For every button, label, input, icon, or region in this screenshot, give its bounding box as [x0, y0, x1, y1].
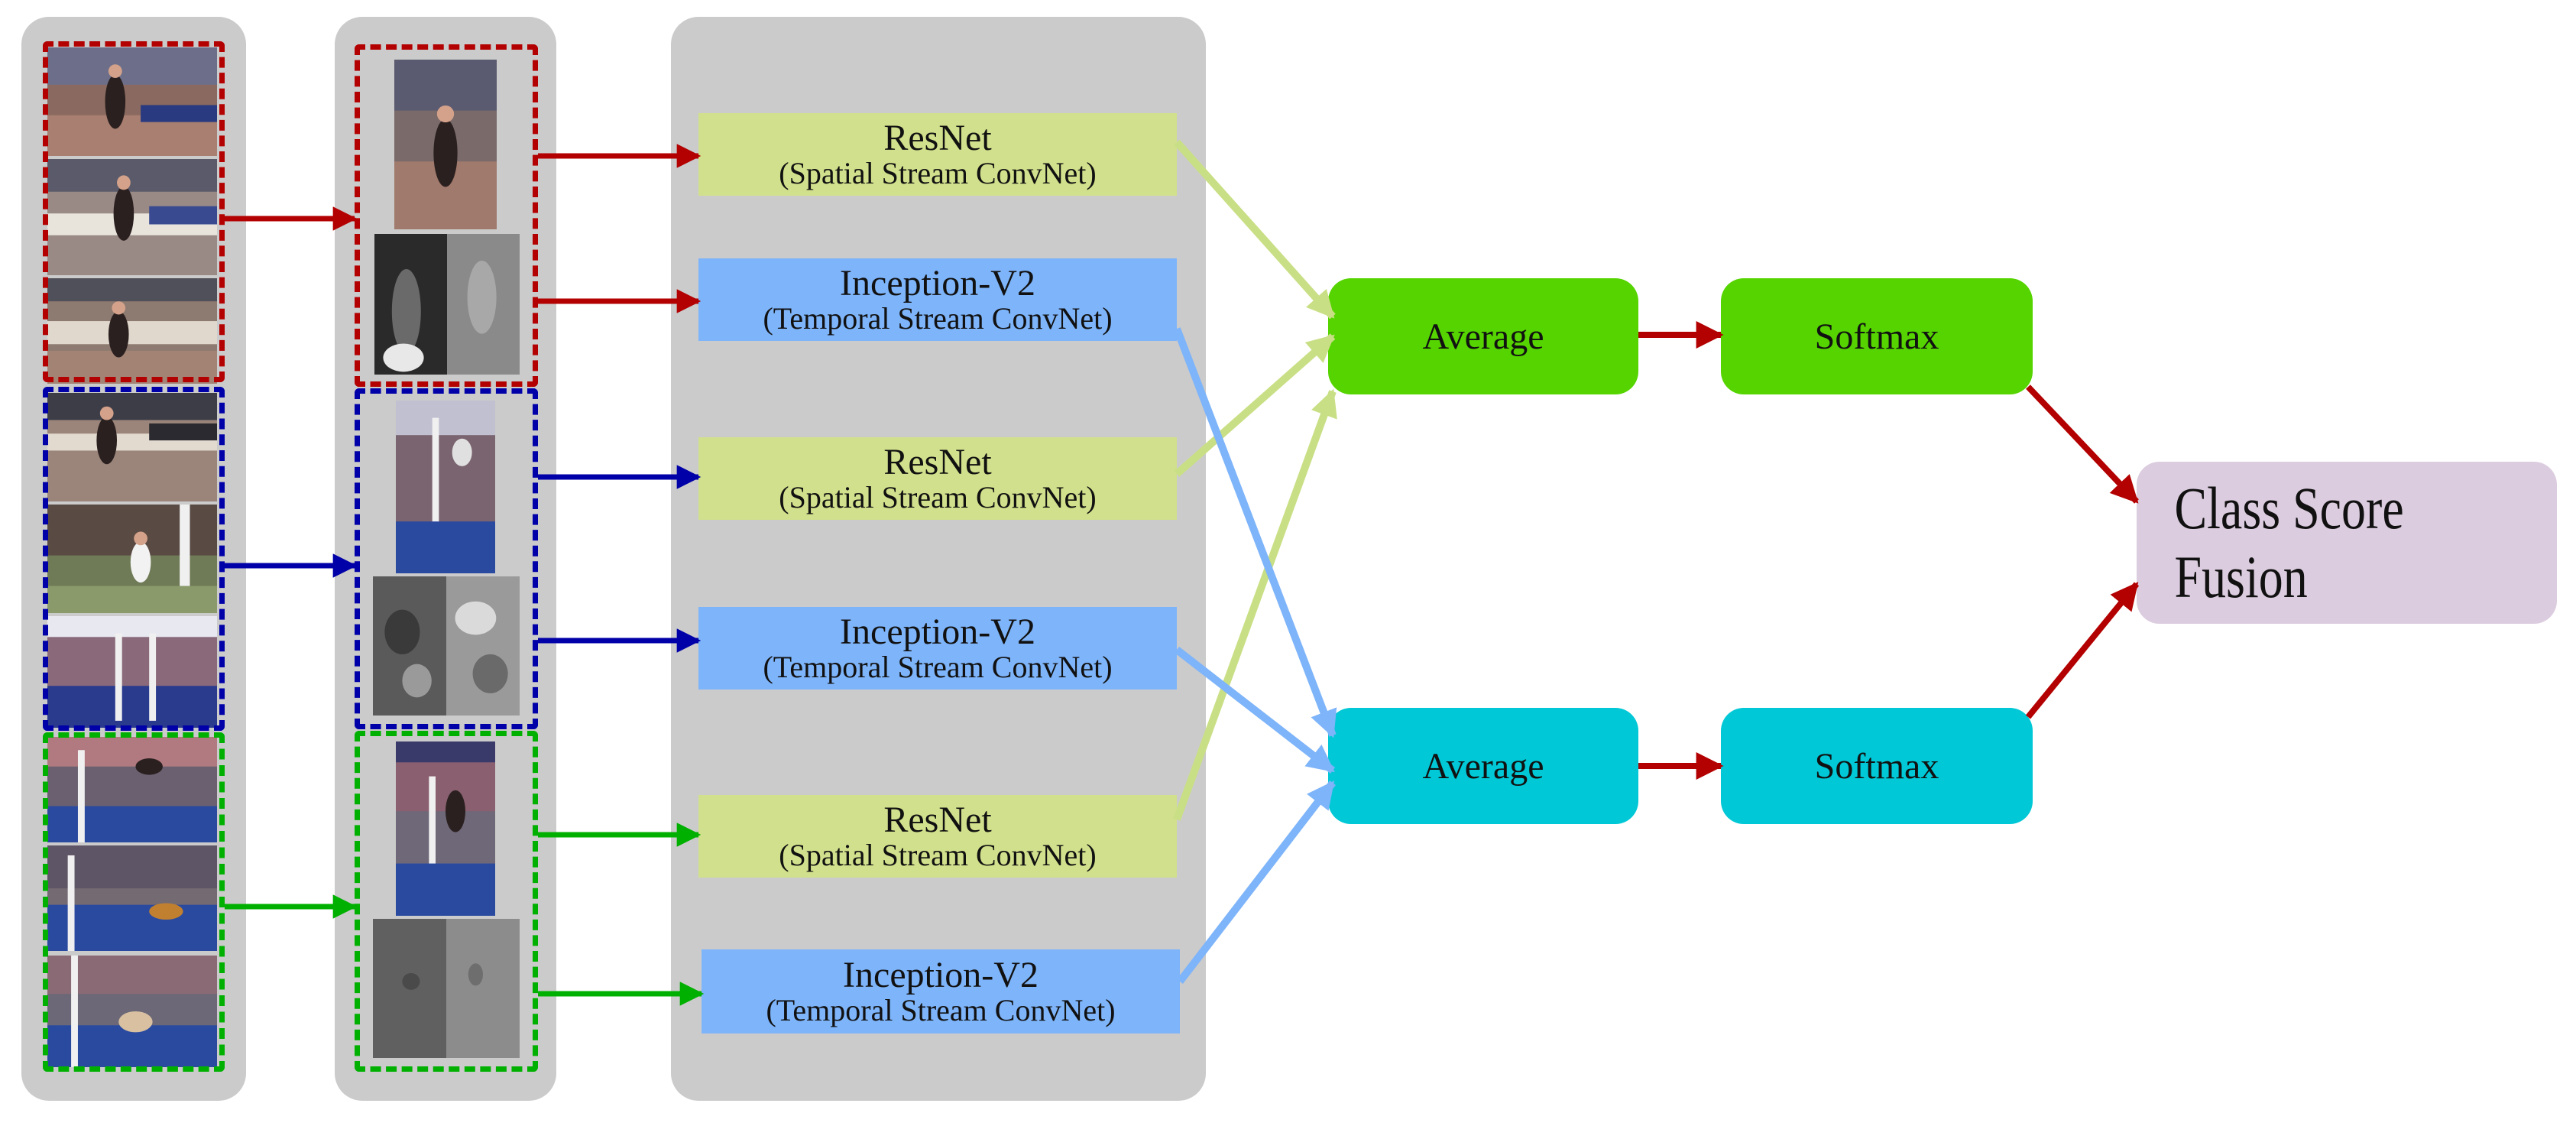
segment-1-outline-inputs: [355, 44, 538, 387]
inception-block-1-title: Inception-V2: [840, 262, 1035, 303]
inception-block-3: Inception-V2 (Temporal Stream ConvNet): [702, 949, 1180, 1034]
arrow-inception-2-to-average: [1174, 647, 1336, 774]
arrow-softmax-temporal-to-fusion: [2025, 582, 2140, 719]
segment-3-outline-inputs: [355, 731, 538, 1072]
resnet-block-2-subtitle: (Spatial Stream ConvNet): [779, 480, 1097, 515]
video-frame-1: [47, 47, 217, 156]
average-temporal-box: Average: [1328, 708, 1638, 824]
inception-block-2-title: Inception-V2: [840, 611, 1035, 652]
rgb-frame-segment-2: [396, 401, 495, 573]
rgb-frame-segment-3: [396, 741, 495, 916]
video-frame-4: [47, 393, 217, 501]
flow-frame-segment-3: [373, 919, 520, 1058]
resnet-block-2-title: ResNet: [883, 441, 992, 482]
flow-frame-segment-2: [373, 576, 520, 716]
video-frame-8: [47, 845, 217, 951]
resnet-block-2: ResNet (Spatial Stream ConvNet): [698, 437, 1177, 520]
inception-block-3-title: Inception-V2: [843, 954, 1039, 995]
arrow-resnet-3-to-average: [1173, 388, 1337, 821]
average-spatial-box: Average: [1328, 278, 1638, 394]
resnet-block-3: ResNet (Spatial Stream ConvNet): [698, 795, 1177, 878]
video-frame-2: [47, 159, 217, 275]
inception-block-2: Inception-V2 (Temporal Stream ConvNet): [698, 607, 1177, 690]
class-score-fusion-box: Class Score Fusion: [2137, 462, 2557, 624]
rgb-frame-segment-1: [394, 60, 497, 229]
segment-2-outline-inputs: [355, 388, 538, 729]
video-frame-5: [47, 505, 217, 613]
inception-block-1: Inception-V2 (Temporal Stream ConvNet): [698, 258, 1177, 341]
arrow-resnet-2-to-average: [1174, 333, 1336, 477]
segment-2-outline-frames: [43, 387, 225, 731]
resnet-block-1-subtitle: (Spatial Stream ConvNet): [779, 156, 1097, 191]
resnet-block-3-subtitle: (Spatial Stream ConvNet): [779, 838, 1097, 873]
video-frame-7: [47, 737, 217, 842]
softmax-spatial-box: Softmax: [1721, 278, 2033, 394]
resnet-block-1: ResNet (Spatial Stream ConvNet): [698, 113, 1177, 196]
class-score-fusion-label: Class Score Fusion: [2174, 475, 2404, 610]
segment-1-outline-frames: [43, 41, 225, 382]
arrow-softmax-spatial-to-fusion: [2026, 385, 2139, 504]
flow-frame-segment-1: [374, 234, 520, 375]
softmax-temporal-box: Softmax: [1721, 708, 2033, 824]
convnet-panel: [671, 17, 1206, 1101]
arrow-inception-1-to-average: [1173, 327, 1337, 738]
video-frame-9: [47, 956, 217, 1067]
video-frame-6: [47, 616, 217, 728]
inception-block-1-subtitle: (Temporal Stream ConvNet): [763, 301, 1113, 336]
arrow-resnet-1-to-average: [1174, 139, 1336, 320]
inception-block-3-subtitle: (Temporal Stream ConvNet): [766, 993, 1116, 1028]
segment-3-outline-frames: [43, 732, 225, 1072]
inception-block-2-subtitle: (Temporal Stream ConvNet): [763, 650, 1113, 685]
arrow-inception-3-to-average: [1177, 780, 1336, 985]
resnet-block-3-title: ResNet: [883, 799, 992, 840]
resnet-block-1-title: ResNet: [883, 117, 992, 158]
